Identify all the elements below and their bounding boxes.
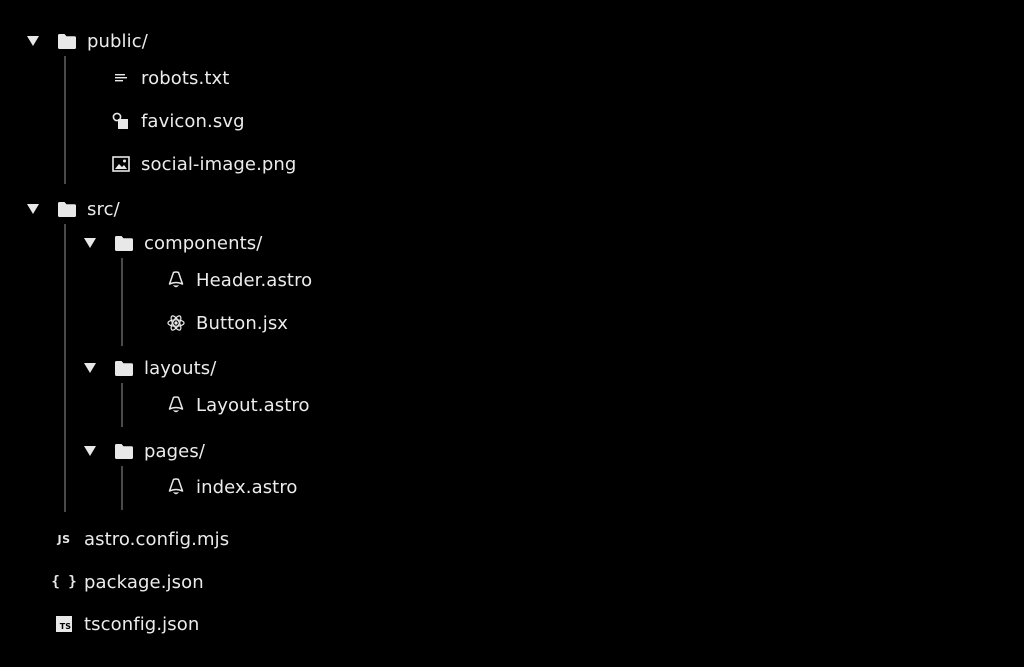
file-label: tsconfig.json (84, 613, 200, 635)
folder-icon (115, 234, 133, 252)
file-label: Layout.astro (196, 394, 310, 416)
text-file-icon (112, 69, 130, 87)
tree-guide-public (64, 56, 66, 184)
file-label: robots.txt (141, 67, 230, 89)
file-label: Button.jsx (196, 312, 289, 334)
file-label: Header.astro (196, 269, 313, 291)
tree-guide-src (64, 224, 66, 512)
folder-label: components/ (144, 232, 263, 254)
folder-row-components[interactable]: components/ (83, 230, 262, 256)
astro-icon (167, 478, 185, 496)
json-braces-icon: { } (51, 574, 77, 590)
folder-label: public/ (87, 30, 148, 52)
file-row-social-image[interactable]: social-image.png (112, 151, 296, 177)
folder-icon (58, 200, 76, 218)
tree-guide-pages (121, 466, 123, 510)
file-row-layout-astro[interactable]: Layout.astro (167, 392, 310, 418)
file-label: index.astro (196, 476, 298, 498)
caret-down-icon[interactable] (26, 34, 40, 48)
folder-icon (115, 442, 133, 460)
image-file-icon (112, 155, 130, 173)
file-row-package-json[interactable]: { } package.json (51, 569, 204, 595)
ts-badge: TS (56, 616, 72, 632)
caret-down-icon[interactable] (83, 361, 97, 375)
file-row-header-astro[interactable]: Header.astro (167, 267, 312, 293)
folder-label: layouts/ (144, 357, 217, 379)
folder-row-layouts[interactable]: layouts/ (83, 355, 216, 381)
file-row-favicon[interactable]: favicon.svg (112, 108, 245, 134)
file-label: social-image.png (141, 153, 297, 175)
folder-icon (58, 32, 76, 50)
astro-icon (167, 396, 185, 414)
caret-down-icon[interactable] (83, 444, 97, 458)
tree-guide-components (121, 258, 123, 346)
folder-row-src[interactable]: src/ (26, 196, 120, 222)
svg-file-icon (112, 112, 130, 130)
file-row-tsconfig[interactable]: TS tsconfig.json (55, 611, 199, 637)
js-icon: JS (57, 532, 71, 546)
caret-down-icon[interactable] (26, 202, 40, 216)
file-label: package.json (84, 571, 204, 593)
file-row-button-jsx[interactable]: Button.jsx (167, 310, 288, 336)
folder-row-public[interactable]: public/ (26, 28, 148, 54)
file-row-index-astro[interactable]: index.astro (167, 474, 298, 500)
file-label: favicon.svg (141, 110, 245, 132)
file-label: astro.config.mjs (84, 528, 230, 550)
typescript-icon: TS (55, 615, 73, 633)
folder-label: pages/ (144, 440, 205, 462)
file-row-astro-config[interactable]: JS astro.config.mjs (55, 526, 229, 552)
folder-label: src/ (87, 198, 120, 220)
file-row-robots[interactable]: robots.txt (112, 65, 229, 91)
tree-guide-layouts (121, 383, 123, 427)
react-icon (167, 314, 185, 332)
folder-icon (115, 359, 133, 377)
folder-row-pages[interactable]: pages/ (83, 438, 205, 464)
caret-down-icon[interactable] (83, 236, 97, 250)
astro-icon (167, 271, 185, 289)
